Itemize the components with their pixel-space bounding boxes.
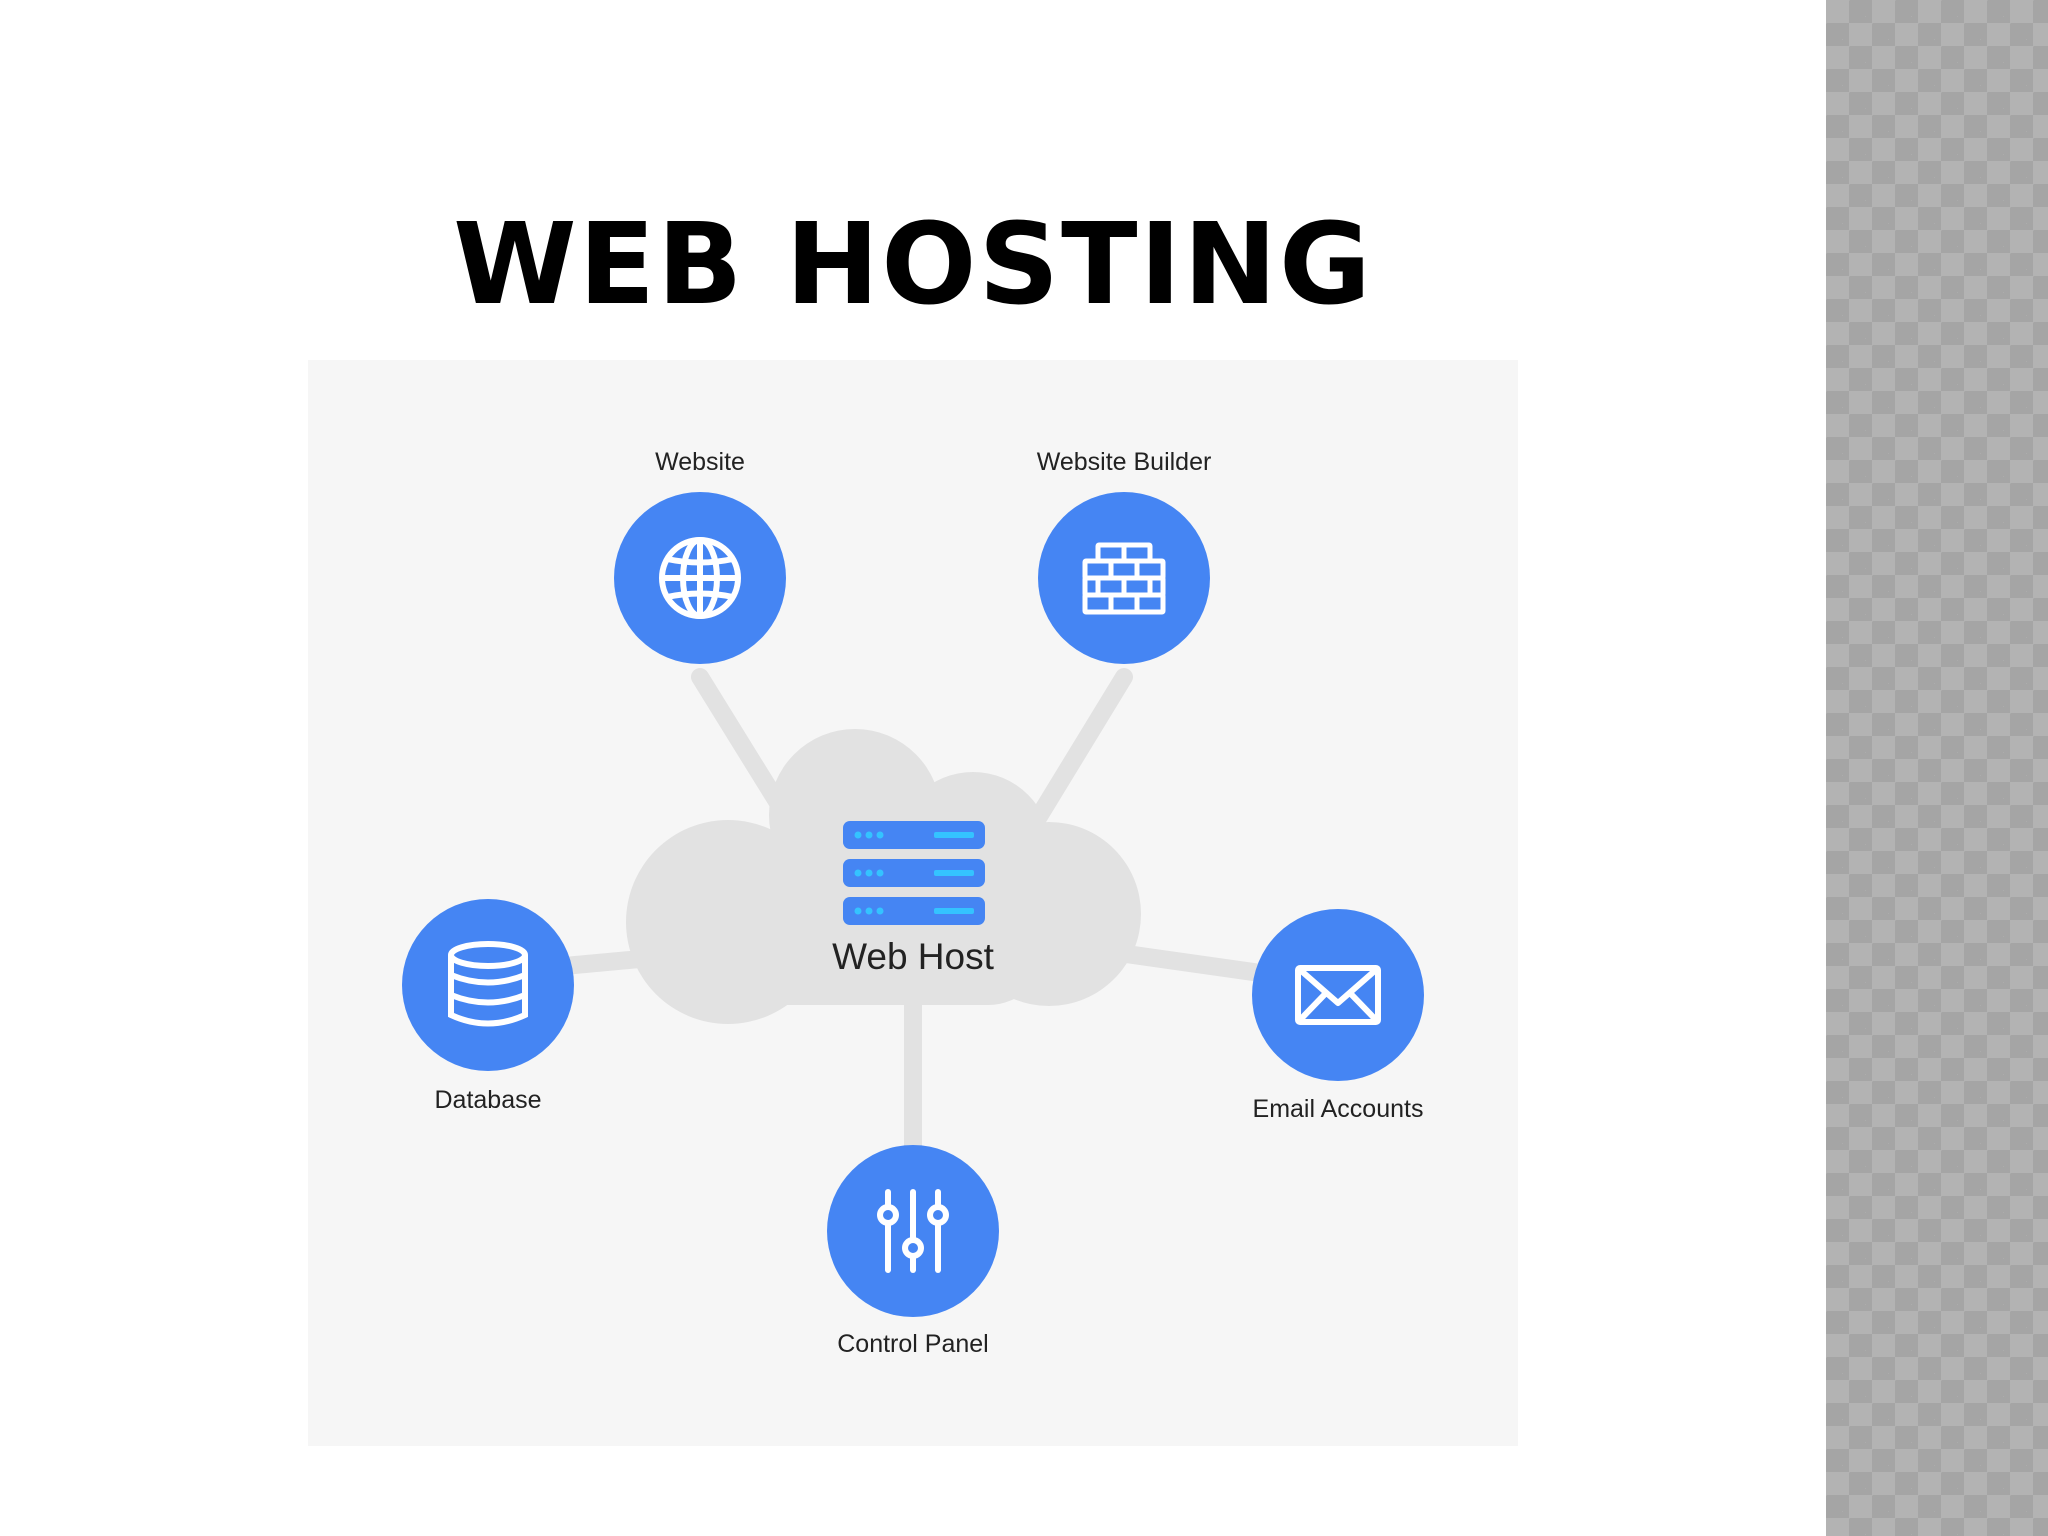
database-label: Database	[434, 1086, 542, 1114]
slide-title: WEB HOSTING	[453, 200, 1373, 330]
globe-icon	[659, 537, 741, 619]
website-builder-node	[1038, 492, 1210, 664]
database-node	[402, 899, 574, 1071]
email-accounts-node	[1252, 909, 1424, 1081]
web-host-label: Web Host	[832, 936, 994, 977]
website-builder-label: Website Builder	[1036, 448, 1212, 476]
decorative-side-pattern	[1826, 0, 2048, 1536]
control-panel-label: Control Panel	[837, 1330, 989, 1358]
email-accounts-label: Email Accounts	[1252, 1095, 1424, 1123]
website-node	[614, 492, 786, 664]
brick-wall-icon	[1082, 542, 1166, 615]
envelope-icon	[1295, 965, 1381, 1025]
sliders-icon	[877, 1189, 949, 1273]
control-panel-node	[827, 1145, 999, 1317]
diagram-canvas	[402, 492, 1424, 1317]
web-hosting-diagram: Website Website Builder Database Email A…	[308, 360, 1518, 1446]
website-label: Website	[655, 448, 745, 476]
database-icon	[448, 941, 528, 1027]
server-stack-icon	[843, 821, 985, 925]
